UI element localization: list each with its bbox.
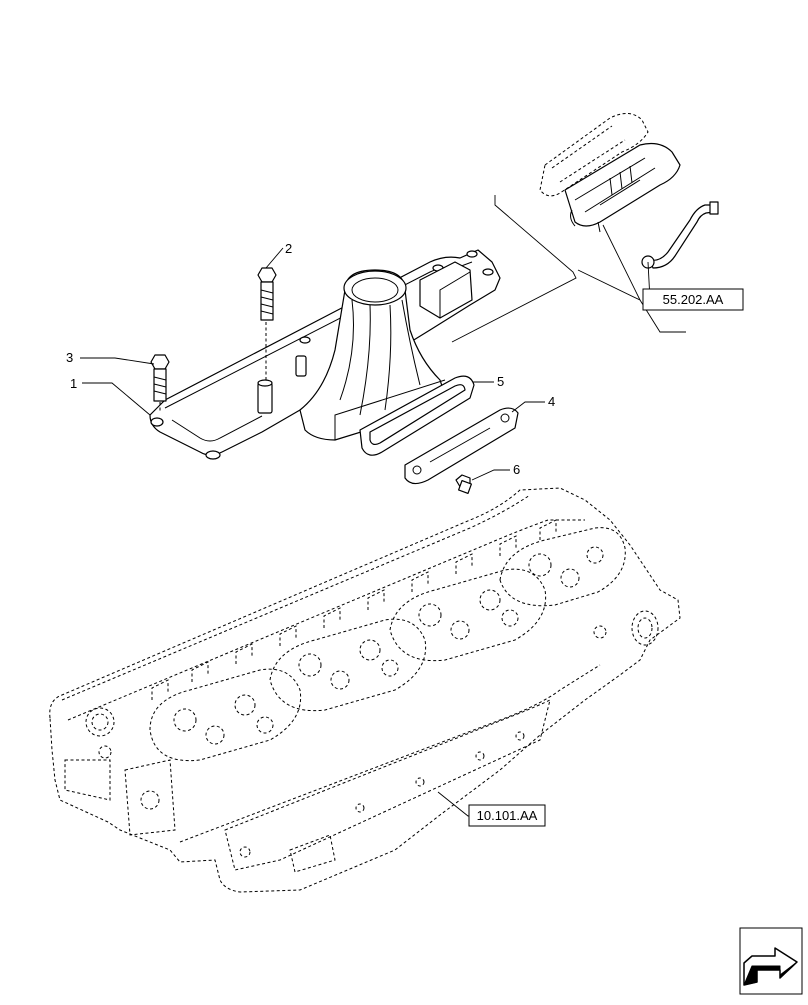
callout-3[interactable]: 3 bbox=[66, 350, 155, 365]
reference-55-202-aa[interactable]: 55.202.AA bbox=[451, 195, 744, 343]
callout-4[interactable]: 4 bbox=[511, 394, 555, 413]
valve-ports bbox=[173, 546, 604, 745]
cylinder-head-context bbox=[49, 487, 681, 893]
callout-6-label: 6 bbox=[513, 462, 520, 477]
callout-4-label: 4 bbox=[548, 394, 555, 409]
gasket-part-5 bbox=[359, 375, 475, 456]
callout-2-label: 2 bbox=[285, 241, 292, 256]
callout-5-label: 5 bbox=[497, 374, 504, 389]
callout-1[interactable]: 1 bbox=[70, 376, 151, 416]
reference-label-upper: 55.202.AA bbox=[663, 292, 724, 307]
plate-part-4 bbox=[404, 407, 519, 485]
screw-part-6 bbox=[455, 474, 473, 495]
reference-10-101-aa[interactable]: 10.101.AA bbox=[437, 791, 546, 827]
callout-2[interactable]: 2 bbox=[265, 241, 292, 269]
reference-label-lower: 10.101.AA bbox=[477, 808, 538, 823]
screw-part-3 bbox=[150, 354, 170, 412]
sensor-cover-assembly bbox=[539, 113, 719, 269]
callout-1-label: 1 bbox=[70, 376, 77, 391]
intake-manifold bbox=[149, 249, 501, 460]
callout-5[interactable]: 5 bbox=[473, 374, 504, 389]
screw-part-2 bbox=[257, 267, 277, 380]
callout-3-label: 3 bbox=[66, 350, 73, 365]
arrow-icon[interactable] bbox=[739, 927, 803, 995]
callout-6[interactable]: 6 bbox=[471, 462, 520, 481]
